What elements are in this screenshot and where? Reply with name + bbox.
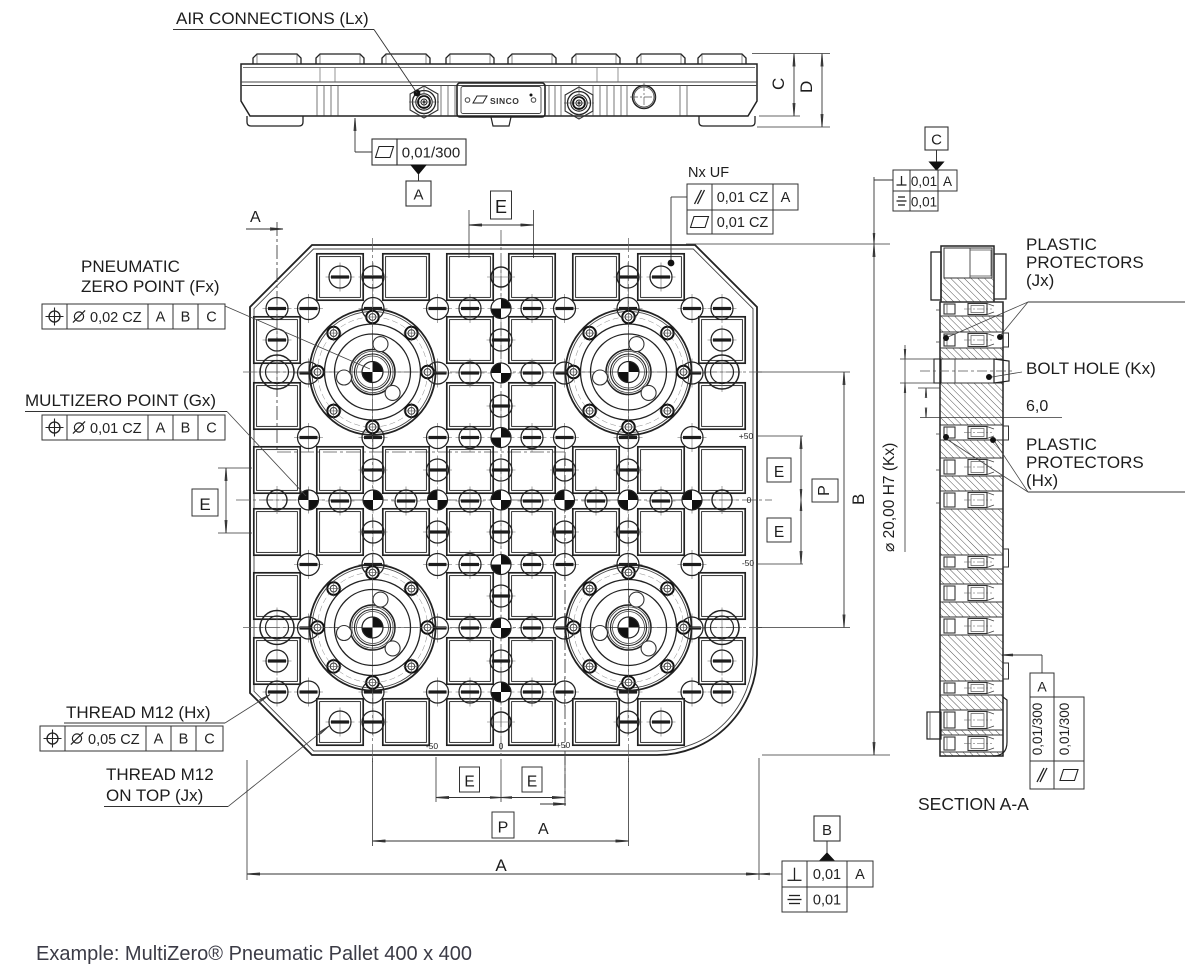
svg-text:A: A [413, 187, 423, 204]
svg-text:⌀ 20,00 H7 (Kx): ⌀ 20,00 H7 (Kx) [881, 443, 898, 552]
svg-text:-50: -50 [426, 741, 439, 751]
svg-text:B: B [181, 310, 191, 326]
svg-text:PLASTIC: PLASTIC [1026, 435, 1097, 454]
svg-text:0: 0 [499, 741, 504, 751]
svg-text:C: C [206, 421, 216, 437]
svg-text:E: E [527, 774, 537, 791]
svg-text:+50: +50 [739, 431, 754, 441]
svg-text:0,01: 0,01 [911, 174, 937, 189]
svg-text:B: B [181, 421, 191, 437]
svg-text:0,01/300: 0,01/300 [402, 145, 460, 162]
svg-text:C: C [204, 732, 214, 748]
svg-text:MULTIZERO POINT (Gx): MULTIZERO POINT (Gx) [25, 391, 216, 410]
svg-text:A: A [781, 190, 791, 206]
svg-text:D: D [797, 81, 816, 93]
svg-text:E: E [774, 464, 784, 481]
svg-text:A: A [855, 867, 865, 883]
svg-text:0,01/300: 0,01/300 [1057, 703, 1072, 756]
svg-text:Example: MultiZero® Pneumatic: Example: MultiZero® Pneumatic Pallet 400… [36, 943, 472, 965]
svg-text:C: C [931, 132, 942, 149]
svg-text:PROTECTORS: PROTECTORS [1026, 453, 1144, 472]
svg-text:PLASTIC: PLASTIC [1026, 235, 1097, 254]
svg-text:BOLT HOLE (Kx): BOLT HOLE (Kx) [1026, 359, 1156, 378]
svg-text:(Jx): (Jx) [1026, 271, 1054, 290]
svg-text:E: E [199, 495, 210, 514]
svg-text:0,01 CZ: 0,01 CZ [717, 190, 769, 206]
svg-text:0,01: 0,01 [911, 195, 937, 210]
svg-text:0,01: 0,01 [813, 867, 841, 883]
svg-text:A: A [156, 310, 166, 326]
svg-text:0: 0 [747, 495, 752, 505]
svg-text:B: B [849, 494, 868, 505]
svg-text:SECTION A-A: SECTION A-A [918, 794, 1029, 814]
svg-text:P: P [498, 820, 509, 837]
svg-text:0,02 CZ: 0,02 CZ [90, 310, 142, 326]
svg-text:C: C [206, 310, 216, 326]
svg-text:A: A [538, 821, 549, 838]
svg-text:ZERO POINT (Fx): ZERO POINT (Fx) [81, 277, 220, 296]
svg-text:A: A [943, 174, 952, 189]
svg-text:A: A [495, 856, 507, 875]
svg-text:THREAD M12: THREAD M12 [106, 765, 214, 784]
svg-text:PNEUMATIC: PNEUMATIC [81, 257, 180, 276]
svg-text:(Hx): (Hx) [1026, 471, 1058, 490]
svg-text:B: B [179, 732, 189, 748]
svg-text:A: A [156, 421, 166, 437]
svg-text:AIR CONNECTIONS (Lx): AIR CONNECTIONS (Lx) [176, 9, 369, 28]
svg-text:E: E [774, 524, 784, 541]
svg-text:PROTECTORS: PROTECTORS [1026, 253, 1144, 272]
svg-text:A: A [154, 732, 164, 748]
svg-text:E: E [464, 774, 474, 791]
svg-text:Nx UF: Nx UF [688, 165, 729, 181]
svg-text:E: E [495, 197, 507, 217]
svg-text:6,0: 6,0 [1026, 398, 1048, 415]
svg-text:SINCO: SINCO [490, 96, 519, 106]
svg-text:0,01 CZ: 0,01 CZ [90, 421, 142, 437]
svg-text:0,01/300: 0,01/300 [1030, 703, 1045, 756]
svg-text:B: B [822, 822, 832, 839]
svg-text:+50: +50 [556, 740, 571, 750]
svg-text:0,01: 0,01 [813, 893, 841, 909]
svg-text:ON TOP (Jx): ON TOP (Jx) [106, 786, 203, 805]
svg-text:0,01 CZ: 0,01 CZ [717, 215, 769, 231]
svg-text:C: C [769, 78, 788, 90]
svg-text:A: A [250, 209, 261, 226]
svg-text:THREAD M12 (Hx): THREAD M12 (Hx) [66, 703, 211, 722]
svg-text:0,05 CZ: 0,05 CZ [88, 732, 140, 748]
svg-text:P: P [816, 485, 833, 496]
svg-text:A: A [1037, 679, 1047, 695]
svg-text:-50: -50 [742, 558, 755, 568]
